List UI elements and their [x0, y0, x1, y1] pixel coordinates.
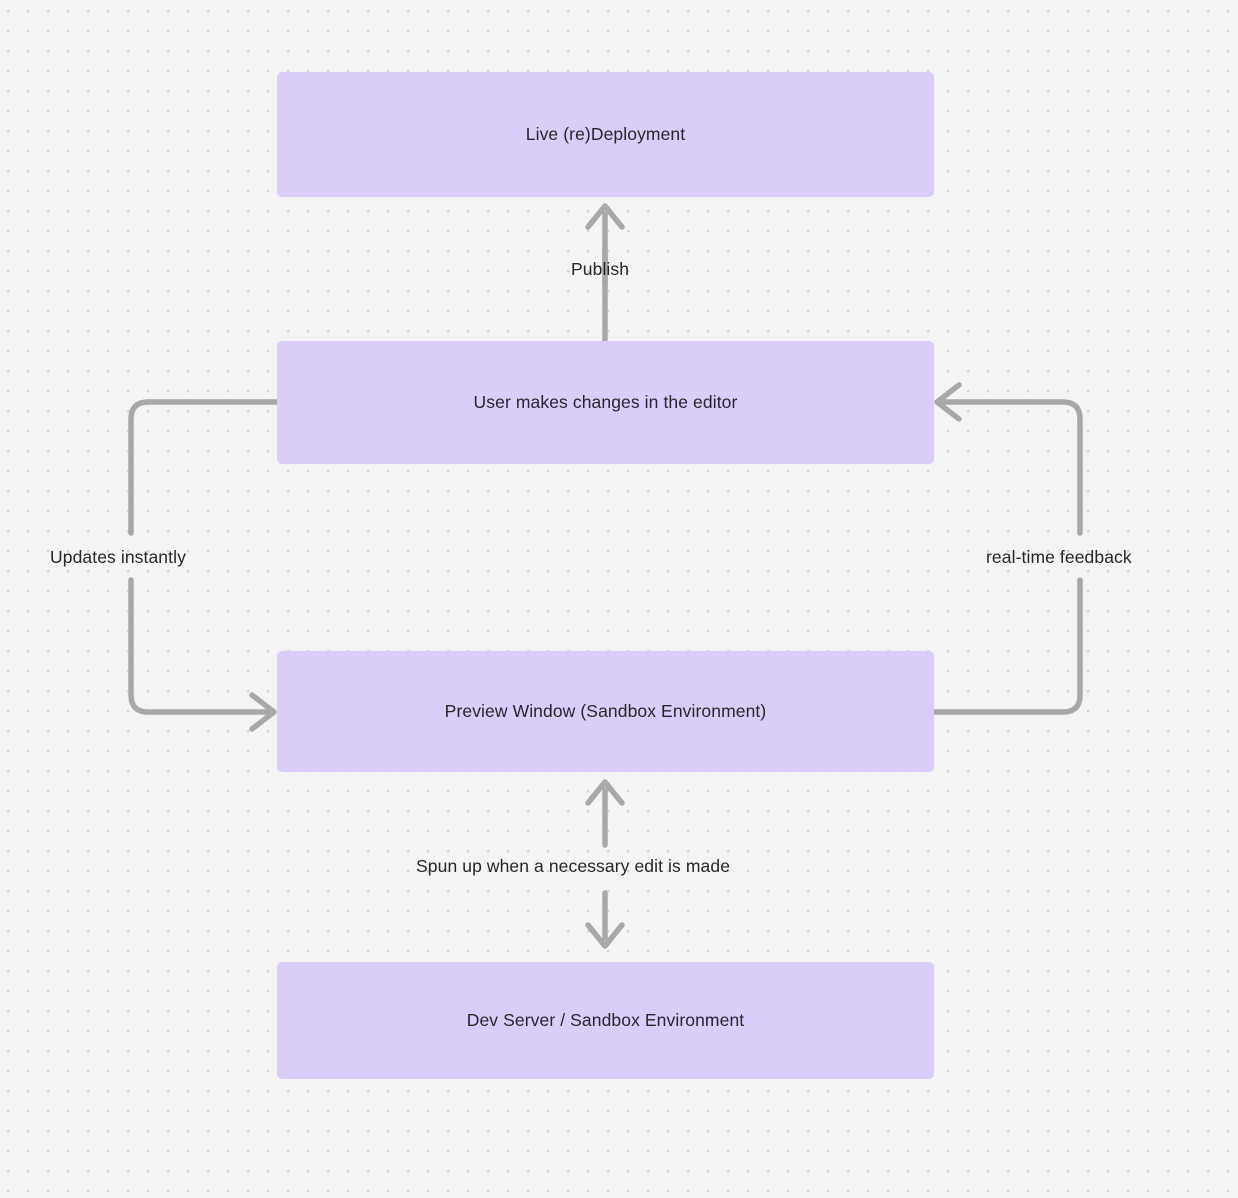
edge-label-spun-up: Spun up when a necessary edit is made	[416, 856, 731, 876]
node-user-makes-changes[interactable]: User makes changes in the editor	[277, 341, 934, 464]
edge-publish-arrowhead	[585, 203, 625, 230]
edge-realtime-path-lower	[931, 577, 1083, 715]
edge-label-publish: Publish	[571, 259, 630, 279]
node-dev-server[interactable]: Dev Server / Sandbox Environment	[277, 962, 934, 1079]
edge-spunup-arrowhead-down	[585, 922, 625, 949]
edge-realtime-path-upper	[940, 399, 1083, 536]
edge-realtime-arrowhead	[934, 382, 962, 422]
edge-updates-path-upper	[128, 399, 280, 536]
edge-label-updates-instantly: Updates instantly	[50, 547, 186, 567]
node-preview-window[interactable]: Preview Window (Sandbox Environment)	[277, 651, 934, 772]
node-live-redeployment[interactable]: Live (re)Deployment	[277, 72, 934, 197]
node-label: Live (re)Deployment	[525, 124, 686, 145]
edge-updates-arrowhead	[249, 692, 277, 732]
edge-label-real-time-feedback: real-time feedback	[986, 547, 1132, 567]
node-label: User makes changes in the editor	[473, 392, 738, 413]
node-label: Dev Server / Sandbox Environment	[466, 1010, 745, 1031]
node-label: Preview Window (Sandbox Environment)	[444, 701, 767, 722]
edge-updates-path-lower	[128, 577, 271, 715]
edge-spunup-arrowhead-up	[585, 779, 625, 806]
